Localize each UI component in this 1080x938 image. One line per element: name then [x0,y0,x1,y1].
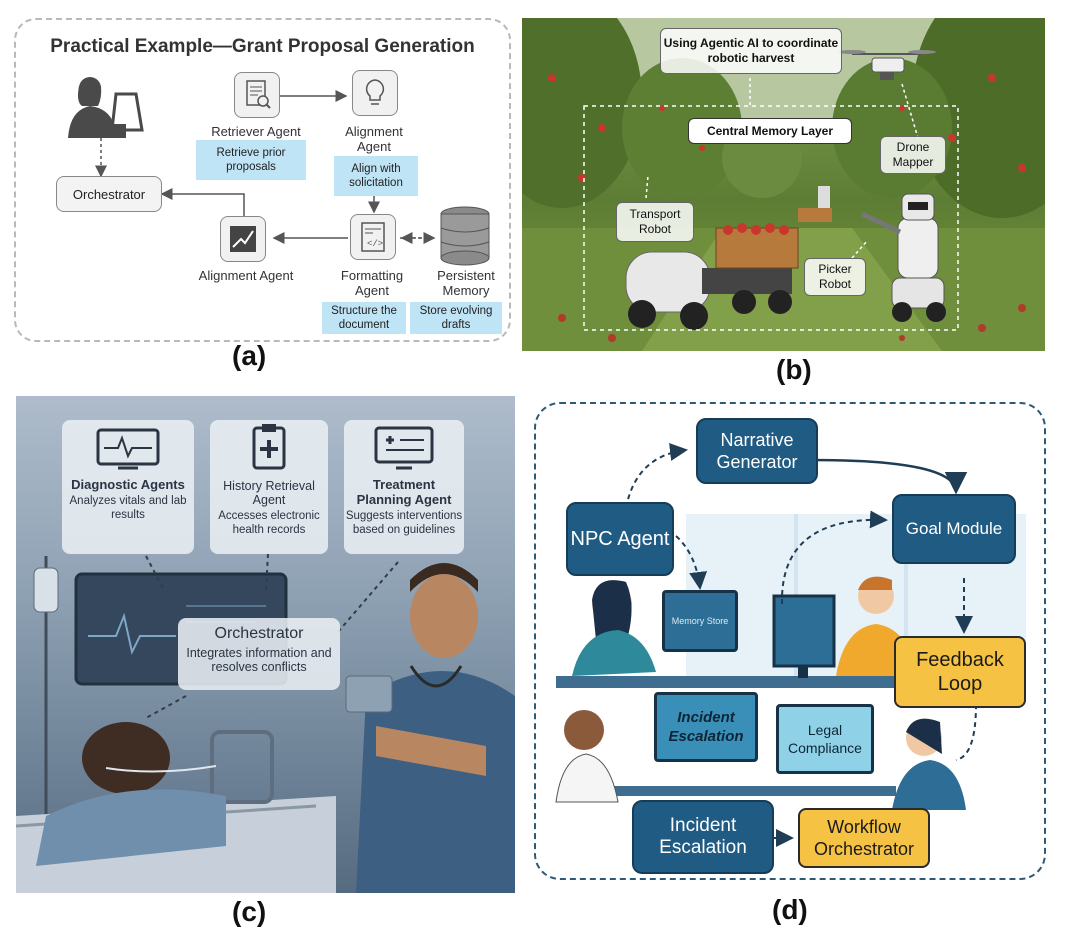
connector-alignment-orchestrator [160,188,245,216]
central-memory-label: Central Memory Layer [688,118,852,144]
retriever-note: Retrieve prior proposals [196,140,306,180]
drone-mapper-label: Drone Mapper [880,136,946,174]
panel-a-connectors [95,90,436,244]
treatment-planning-card: Treatment Planning Agent Suggests interv… [344,420,464,554]
chart-trend-icon [220,216,266,262]
svg-text:</>: </> [367,239,383,249]
document-search-icon [234,72,280,118]
code-document-icon: </> [350,214,396,260]
incident-escalation-monitor: Incident Escalation [654,692,758,762]
feedback-loop-box: Feedback Loop [894,636,1026,708]
panel-d-agent-workflow: Narrative Generator NPC Agent Goal Modul… [534,402,1046,880]
orchestrator-desc: Integrates information and resolves conf… [186,646,332,674]
orchestrator-title: Orchestrator [214,625,304,642]
workflow-orchestrator-box: Workflow Orchestrator [798,808,930,868]
panel-b-orchard-scene: Using Agentic AI to coordinate robotic h… [522,18,1045,351]
caption-b: (b) [776,354,812,385]
npc-agent-box: NPC Agent [566,502,674,576]
diagnostic-agents-desc: Analyzes vitals and lab results [69,495,187,521]
treatment-monitor-icon [374,426,434,470]
memory-note: Store evolving drafts [410,302,502,334]
treatment-planning-desc: Suggests interventions based on guidelin… [345,510,463,536]
caption-c: (c) [232,896,267,927]
panel-a-grant-proposal-diagram: Practical Example—Grant Proposal Generat… [14,18,511,342]
caption-a: (a) [232,340,267,371]
picker-robot-label: Picker Robot [804,258,866,296]
diagnostic-agents-card: Diagnostic Agents Analyzes vitals and la… [62,420,194,554]
medical-clipboard-icon [252,424,286,470]
ecg-monitor-icon [96,428,160,470]
lightbulb-icon [352,70,398,116]
panel-a-title: Practical Example—Grant Proposal Generat… [50,36,475,57]
central-memory-region [583,105,959,331]
persistent-memory-label: Persistent Memory [437,268,495,298]
transport-robot-label: Transport Robot [616,202,694,242]
history-retrieval-desc: Accesses electronic health records [218,510,320,536]
orchestrator-card: Orchestrator Integrates information and … [178,618,340,690]
panel-c-hospital-scene: Diagnostic Agents Analyzes vitals and la… [16,396,515,893]
person-laptop-icon [68,77,144,138]
alignment-agent-bottom-label: Alignment Agent [198,268,294,283]
database-icon [440,206,490,266]
treatment-planning-title: Treatment Planning Agent [356,477,452,507]
harvest-banner: Using Agentic AI to coordinate robotic h… [660,28,842,74]
incident-escalation-box: Incident Escalation [632,800,774,874]
alignment-note: Align with solicitation [334,156,418,196]
alignment-agent-top-label: Alignment Agent [345,124,403,154]
retriever-agent-label: Retriever Agent [211,124,301,139]
formatting-agent-label: Formatting Agent [340,268,404,298]
memory-store-monitor: Memory Store [662,590,738,652]
caption-d: (d) [772,894,808,925]
goal-module-box: Goal Module [892,494,1016,564]
history-retrieval-title: History Retrieval Agent [223,479,315,507]
history-retrieval-card: History Retrieval Agent Accesses electro… [210,420,328,554]
diagnostic-agents-title: Diagnostic Agents [71,477,185,492]
formatting-note: Structure the document [322,302,406,334]
drone-icon [838,50,936,80]
legal-compliance-monitor: Legal Compliance [776,704,874,774]
orchestrator-box: Orchestrator [56,176,162,212]
narrative-generator-box: Narrative Generator [696,418,818,484]
